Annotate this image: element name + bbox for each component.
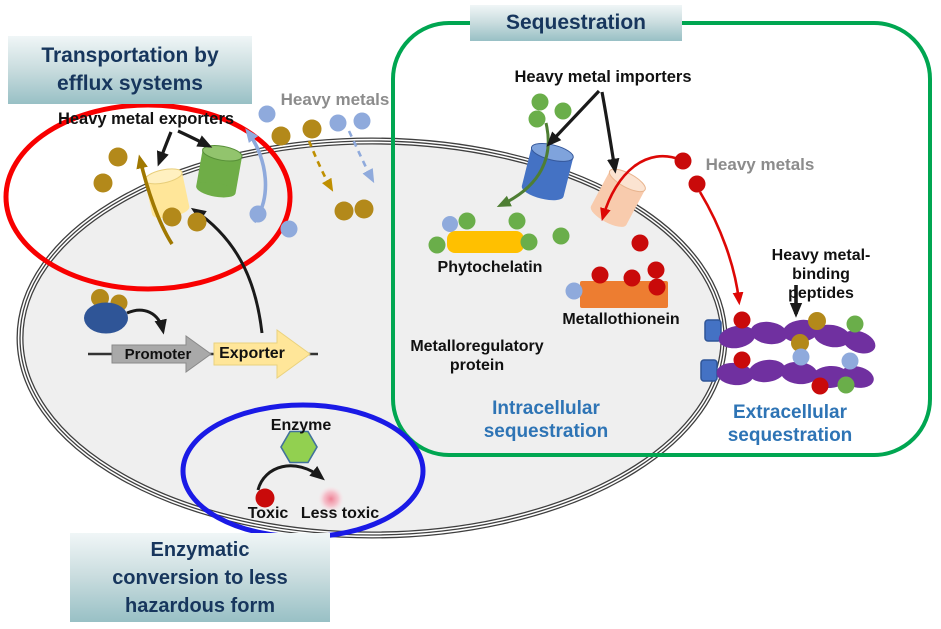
peptide-chain-anchors [700,319,722,382]
title-enzymatic-conversion: Enzymatic conversion to less hazardous f… [70,533,330,622]
metalloregulatory-protein-shape [84,289,128,334]
title-sequestration: Sequestration [470,5,682,41]
exporter-gene-arrow [213,329,311,379]
peptide-chain-1 [718,319,876,354]
blue-heavy-metal-dots [249,105,859,370]
metallothionein-shape [580,281,668,308]
red-heavy-metal-dots [591,152,829,395]
heavy-metal-diffusion-arrows [307,130,375,192]
exporter-pump-green [196,145,243,198]
red-extracellular-arrow [698,191,744,306]
less-toxic-metal-dot [318,486,344,512]
gold-heavy-metal-dots [93,119,826,352]
gold-efflux-arrow [136,154,174,245]
enzyme-hexagon [280,430,318,464]
activation-arrow [126,308,167,335]
conversion-arrow [256,464,325,491]
promoter-gene-arrow [111,335,212,373]
toxic-metal-dot [255,488,275,508]
exporters-callout-arrows [156,129,213,167]
importer-pump-blue [521,143,574,201]
exporter-gene-to-pump-arrow [190,207,264,334]
title-transportation-by-efflux: Transportation by efflux systems [8,36,252,104]
green-heavy-metal-dots [428,93,864,394]
phytochelatin-shape [447,231,524,253]
efflux-outline [3,102,293,292]
importers-callout-arrows [546,89,620,174]
red-import-arrow [600,154,682,222]
